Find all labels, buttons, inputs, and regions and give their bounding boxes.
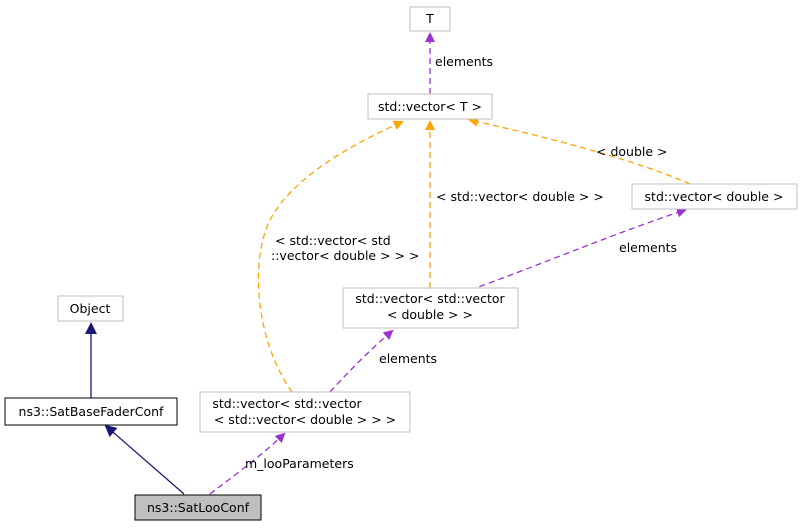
node-vector-vector-double[interactable]: std::vector< std::vector < double > > [342,287,519,329]
node-sat-base-fader-conf[interactable]: ns3::SatBaseFaderConf [4,397,178,426]
node-sat-loo-conf-label: ns3::SatLooConf [147,500,250,515]
label-t-elements: elements [435,54,493,69]
node-vector-t[interactable]: std::vector< T > [367,93,493,120]
label-vvvd-template-line1: < std::vector< std [275,233,391,248]
edge-vvd-elements [329,329,394,393]
edges [85,32,691,495]
label-double-template: < double > [596,144,668,159]
node-vector-vvd-line1: std::vector< std::vector [212,396,362,411]
edge-loo-inherits-base [104,424,185,495]
node-vector-double-label: std::vector< double > [645,189,784,204]
node-vector-vector-double-line1: std::vector< std::vector [355,291,505,306]
label-vd-elements: elements [619,240,677,255]
node-object[interactable]: Object [57,295,124,322]
node-vector-t-label: std::vector< T > [378,99,482,114]
node-sat-loo-conf[interactable]: ns3::SatLooConf [134,494,262,521]
node-t-label: T [425,11,434,26]
edge-vd-elements [469,207,687,291]
label-vvd-template: < std::vector< double > > [436,189,604,204]
node-t[interactable]: T [409,6,451,32]
node-vector-vvd-line2: < std::vector< double > > > [214,412,396,427]
node-vector-double[interactable]: std::vector< double > [631,183,798,210]
label-vvvd-template-line2: ::vector< double > > > [271,248,419,263]
edge-double-template [468,116,691,185]
edge-loo-parameters [209,432,286,495]
label-loo-parameters: m_looParameters [245,456,354,471]
node-vector-vector-double-line2: < double > > [387,307,473,322]
node-sat-base-fader-conf-label: ns3::SatBaseFaderConf [19,404,165,419]
edge-vvvd-template [257,120,404,393]
edge-labels: elements < double > < std::vector< doubl… [245,54,677,471]
label-vvd-elements: elements [379,351,437,366]
node-vector-vvd[interactable]: std::vector< std::vector < std::vector< … [199,391,411,433]
node-object-label: Object [70,301,111,316]
